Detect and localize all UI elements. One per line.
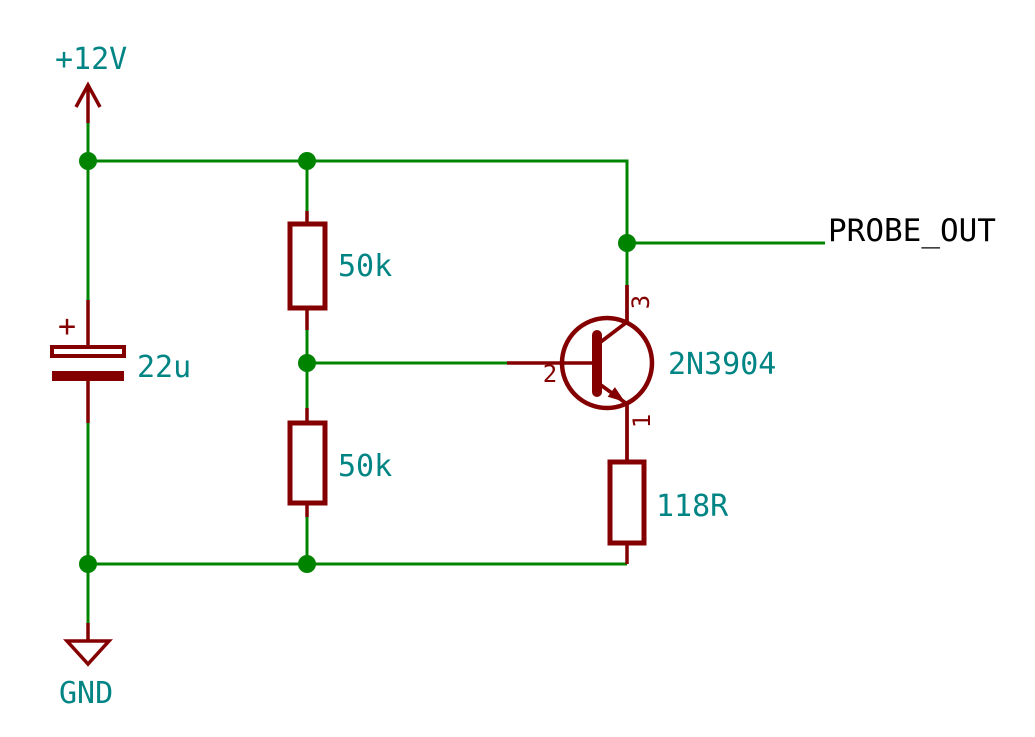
- transistor-pin-number-emitter: 1: [628, 414, 656, 428]
- resistor-bottom-body: [287, 420, 328, 506]
- vcc-label: +12V: [55, 42, 127, 77]
- resistor-bottom-value: 50k: [338, 449, 392, 484]
- transistor-emitter-pin: [596, 381, 629, 462]
- resistor-emitter-body: [607, 459, 647, 546]
- junction-dot: [79, 152, 97, 170]
- transistor-collector-pin: [596, 285, 629, 346]
- power-symbol-vcc: +12V: [55, 42, 127, 123]
- junction-dot: [298, 354, 316, 372]
- power-symbol-gnd: GND: [59, 623, 113, 711]
- gnd-label: GND: [59, 676, 113, 711]
- resistor-bottom-symbol: 50k: [287, 408, 392, 517]
- junction-dot: [618, 234, 636, 252]
- capacitor-polarity-mark: +: [58, 309, 76, 344]
- junction-dots: [79, 152, 636, 573]
- resistor-top-body: [287, 221, 328, 311]
- gnd-triangle-icon: [63, 639, 113, 667]
- resistor-emitter-symbol: 118R: [607, 459, 729, 564]
- transistor-pin-number-base: 2: [543, 360, 557, 388]
- resistor-top-value: 50k: [338, 249, 392, 284]
- junction-dot: [79, 555, 97, 573]
- transistor-emitter-arrow-icon: [607, 387, 625, 402]
- capacitor-value: 22u: [137, 350, 191, 385]
- resistor-emitter-value: 118R: [656, 489, 729, 524]
- capacitor-plate-negative: [52, 371, 124, 381]
- transistor-value: 2N3904: [668, 347, 776, 382]
- net-label-probe-out: PROBE_OUT: [828, 213, 996, 249]
- resistor-top-symbol: 50k: [287, 211, 392, 330]
- capacitor-symbol: + 22u: [50, 300, 191, 423]
- capacitor-plate-positive: [50, 345, 126, 358]
- junction-dot: [298, 152, 316, 170]
- junction-dot: [298, 555, 316, 573]
- vcc-arrow-icon: [74, 81, 102, 108]
- transistor-symbol: 2 3 1 2N3904: [507, 285, 776, 462]
- transistor-pin-number-collector: 3: [627, 295, 655, 309]
